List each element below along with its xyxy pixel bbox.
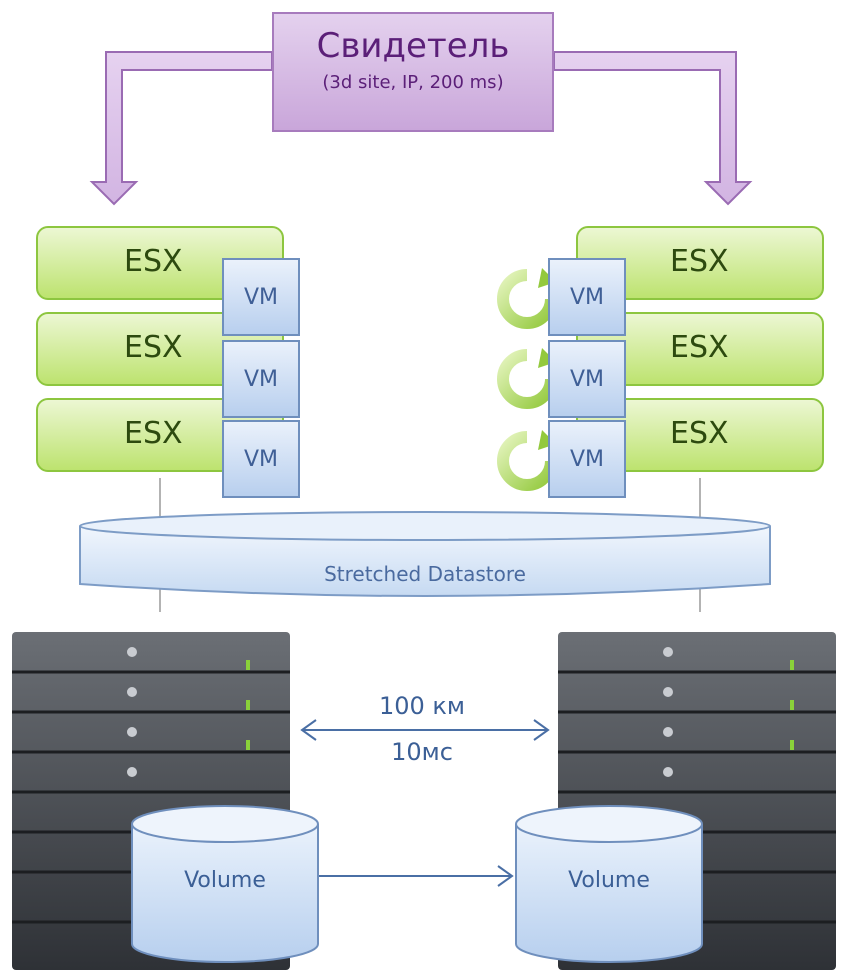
stretched-datastore-label: Stretched Datastore [324, 562, 526, 586]
esx-label: ESX [670, 416, 729, 451]
volume-cylinder-right [515, 805, 703, 963]
latency-label: 10мс [391, 738, 453, 766]
witness-subtitle: (3d site, IP, 200 ms) [322, 72, 504, 93]
volume-label-right: Volume [568, 868, 650, 893]
esx-label: ESX [124, 416, 183, 451]
esx-label: ESX [670, 330, 729, 365]
volume-cylinder-left [131, 805, 319, 963]
esx-label: ESX [670, 244, 729, 279]
esx-label: ESX [124, 244, 183, 279]
witness-arrow-right [553, 51, 753, 206]
vm-box-right-3: VM [548, 420, 626, 498]
witness-arrow-left [89, 51, 273, 206]
witness-title: Свидетель [316, 26, 510, 66]
vm-box-right-2: VM [548, 340, 626, 418]
volume-label-left: Volume [184, 868, 266, 893]
vm-box-left-2: VM [222, 340, 300, 418]
vm-box-right-1: VM [548, 258, 626, 336]
witness-box: Свидетель (3d site, IP, 200 ms) [272, 12, 554, 132]
stretched-datastore-shape [79, 511, 771, 597]
distance-label: 100 км [378, 692, 466, 720]
distance-double-arrow [300, 719, 550, 741]
replication-arrow [318, 865, 514, 887]
vm-box-left-3: VM [222, 420, 300, 498]
esx-label: ESX [124, 330, 183, 365]
vm-box-left-1: VM [222, 258, 300, 336]
